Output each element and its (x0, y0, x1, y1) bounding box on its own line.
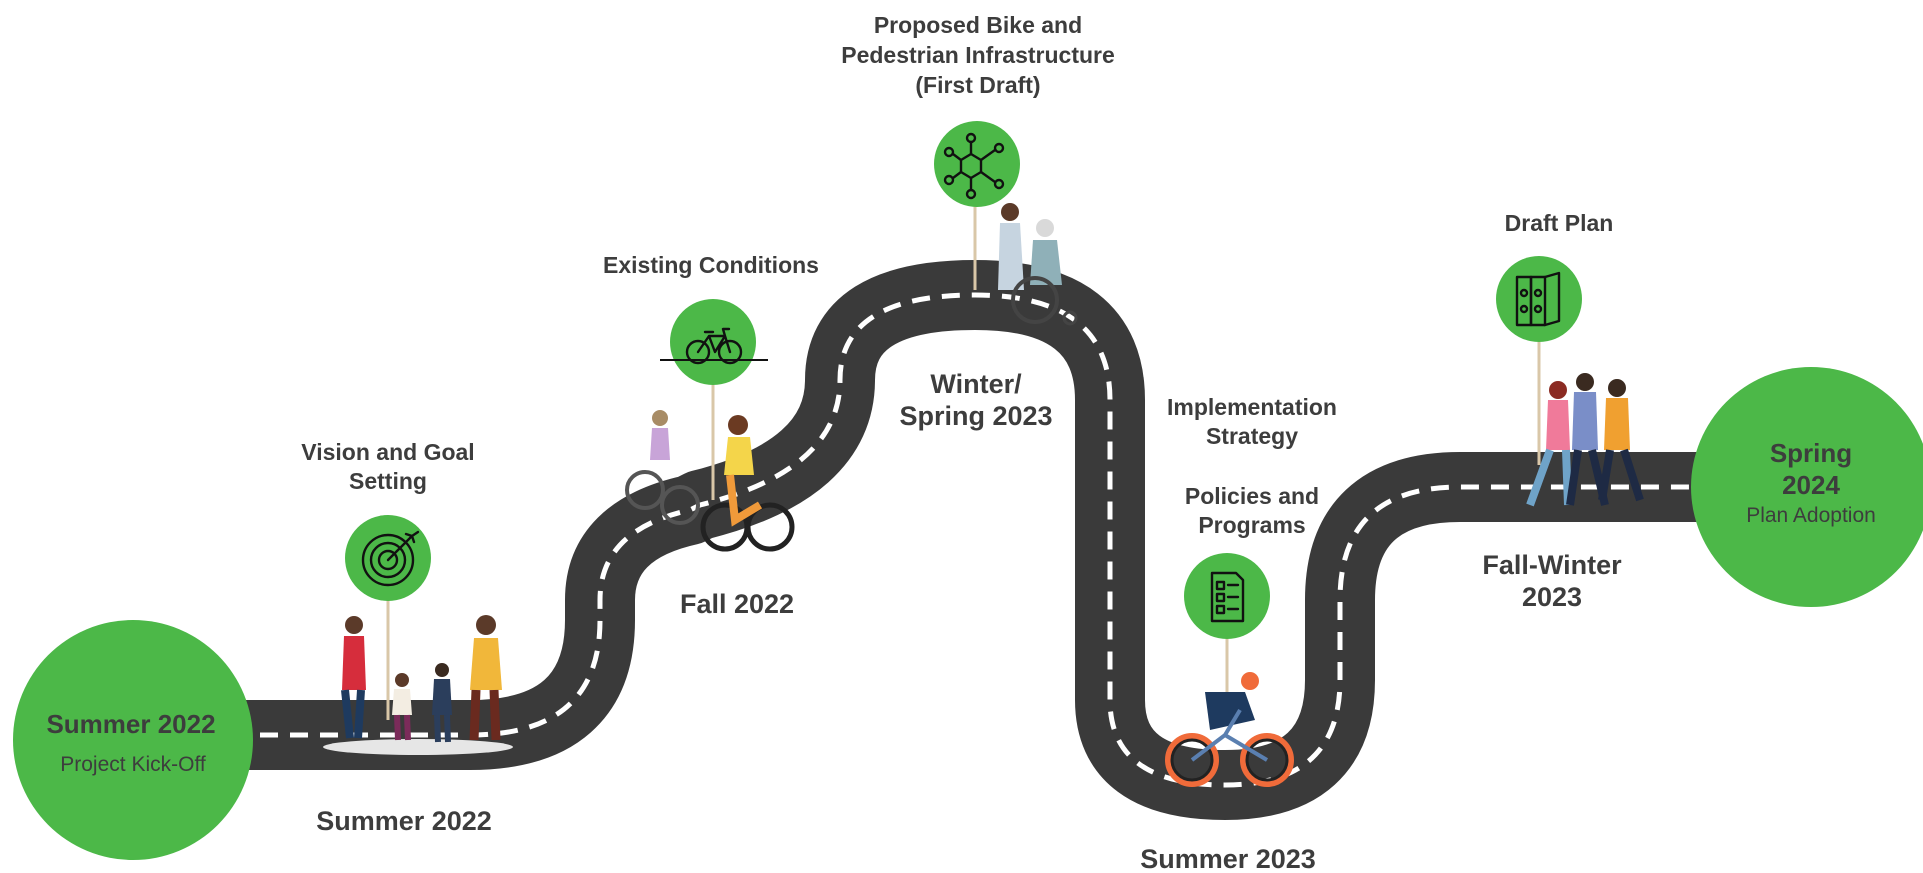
season-fall-2022: Fall 2022 (680, 589, 794, 619)
start-circle: Summer 2022 Project Kick-Off (13, 620, 253, 860)
policies-pin-circle (1184, 553, 1270, 639)
milestone-policies-line2: Programs (1198, 512, 1305, 538)
milestone-vision: Vision and Goal Setting (301, 439, 475, 720)
vision-pin-circle (345, 515, 431, 601)
draft-pin-circle (1496, 256, 1582, 342)
milestone-proposed-line2: Pedestrian Infrastructure (841, 42, 1115, 68)
road-cyclist-illustration (1165, 672, 1294, 787)
milestone-proposed-line3: (First Draft) (915, 72, 1040, 98)
target-icon (361, 530, 420, 587)
milestone-implementation-line1: Implementation (1167, 394, 1337, 420)
existing-pin-circle (670, 299, 756, 385)
milestone-proposed: Proposed Bike and Pedestrian Infrastruct… (841, 12, 1115, 290)
season-summer-2023: Summer 2023 (1140, 844, 1316, 873)
milestone-draft-label: Draft Plan (1505, 210, 1614, 236)
wheelchair-illustration (998, 203, 1078, 326)
binders-icon (1515, 271, 1561, 327)
milestone-existing-label: Existing Conditions (603, 252, 819, 278)
proposed-pin-circle (934, 121, 1020, 207)
season-fall-winter-2023-line2: 2023 (1522, 582, 1582, 612)
road-center-line (140, 292, 1760, 788)
end-circle: Spring 2024 Plan Adoption (1691, 367, 1923, 607)
end-title-line1: Spring (1770, 438, 1852, 468)
bicycle-icon (685, 327, 743, 365)
end-title-line2: 2024 (1782, 470, 1840, 500)
end-circle-shape (1691, 367, 1923, 607)
milestone-vision-line1: Vision and Goal (301, 439, 474, 465)
season-summer-2022: Summer 2022 (316, 806, 492, 836)
start-circle-shape (13, 620, 253, 860)
milestone-draft: Draft Plan (1496, 210, 1613, 465)
milestone-existing: Existing Conditions (603, 252, 819, 500)
milestone-vision-line2: Setting (349, 468, 427, 494)
start-subtitle: Project Kick-Off (60, 753, 206, 776)
season-fall-winter-2023-line1: Fall-Winter (1482, 550, 1622, 580)
milestone-implementation: Implementation Strategy Policies and Pro… (1167, 394, 1337, 695)
road (140, 260, 1760, 820)
season-winter-spring-2023-line1: Winter/ (930, 369, 1022, 399)
season-winter-spring-2023-line2: Spring 2023 (899, 401, 1052, 431)
end-subtitle: Plan Adoption (1746, 504, 1876, 527)
family-walking-illustration (323, 615, 513, 755)
network-icon (943, 132, 1005, 200)
cyclists-illustration (625, 410, 795, 552)
start-title: Summer 2022 (46, 709, 215, 739)
checklist-icon (1210, 571, 1245, 623)
milestone-proposed-line1: Proposed Bike and (874, 12, 1082, 38)
milestone-implementation-line2: Strategy (1206, 423, 1298, 449)
group-walking-illustration (1526, 373, 1644, 507)
milestone-policies-line1: Policies and (1185, 483, 1319, 509)
